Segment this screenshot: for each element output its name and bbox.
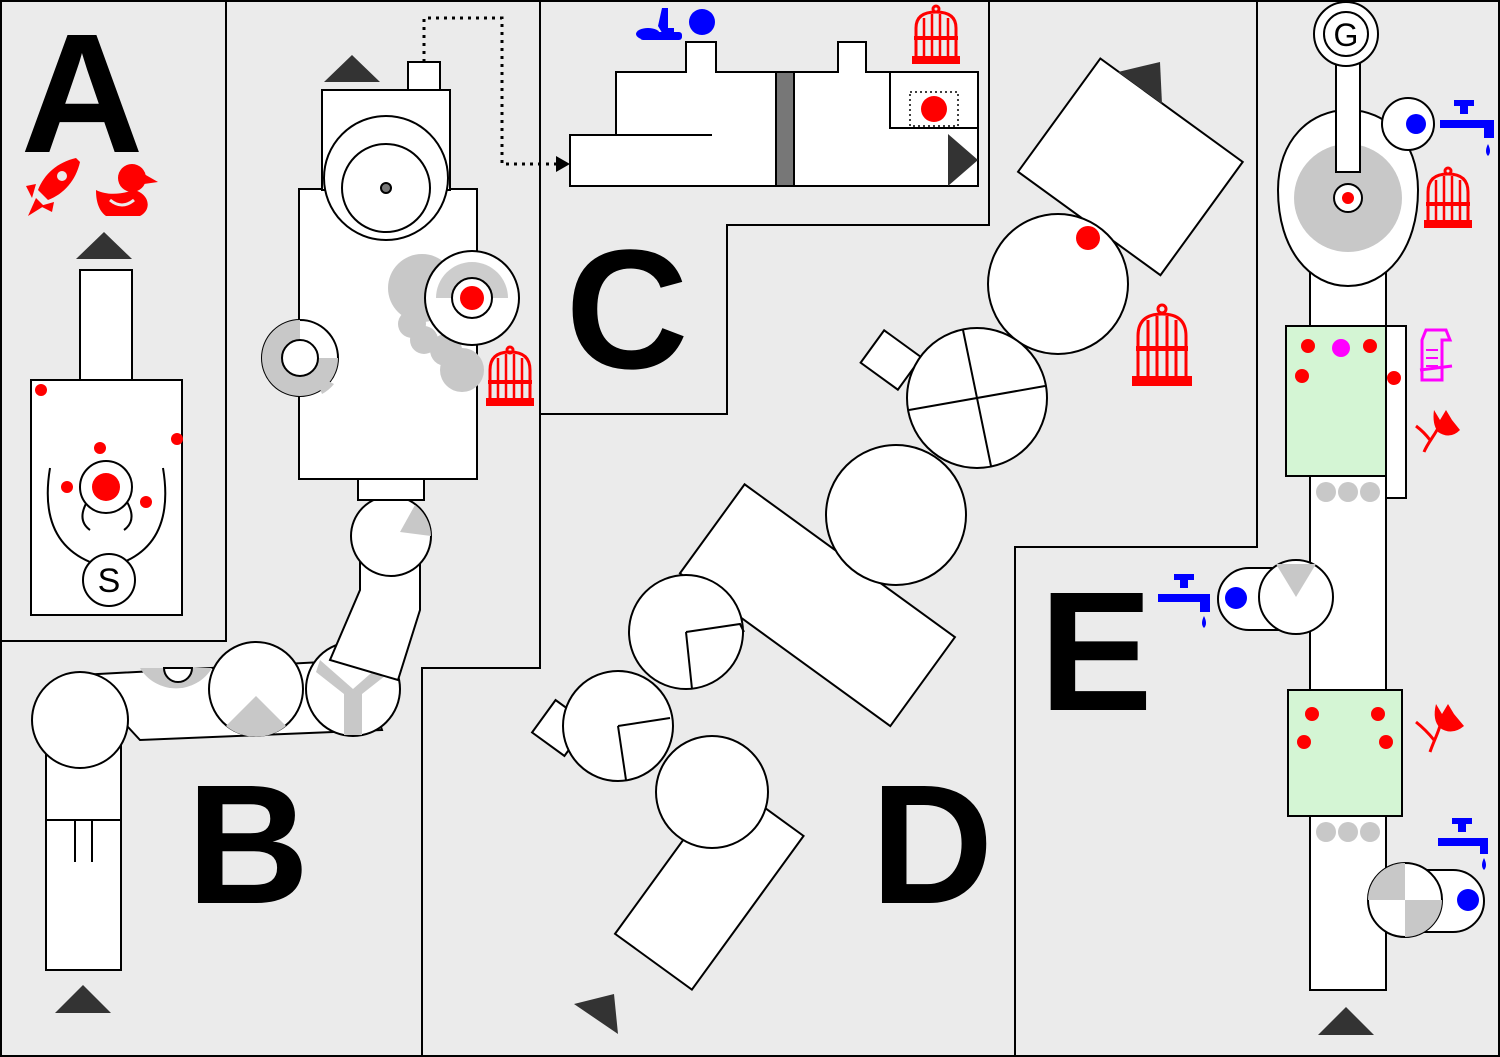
pivot-room-d6[interactable] [655, 735, 769, 849]
rocket-icon [26, 158, 80, 216]
item-big-red[interactable] [92, 473, 120, 501]
birdcage-icon [912, 4, 960, 64]
item-red-vault-c[interactable] [921, 96, 947, 122]
zone-label-c: C [566, 215, 689, 405]
item-blue-e3[interactable] [1457, 889, 1479, 911]
gear-stack-e1 [1316, 482, 1380, 502]
exit-arrow-right-c[interactable] [948, 134, 978, 186]
side-room-d[interactable] [859, 328, 923, 392]
exit-arrow-down-b[interactable] [55, 985, 111, 1013]
flower-icon [1415, 410, 1460, 453]
faucet-icon [1438, 818, 1488, 870]
zone-c [569, 4, 979, 187]
birdcage-icon [1424, 166, 1472, 228]
birdcage-icon [1132, 303, 1192, 386]
item-red-button-b[interactable] [460, 286, 484, 310]
zone-a: S [26, 158, 183, 616]
goal-shaft[interactable] [1335, 55, 1361, 173]
pivot-room-d3[interactable] [825, 444, 967, 586]
pivot-room-d1[interactable] [987, 213, 1129, 355]
start-marker [82, 553, 136, 607]
item-magenta[interactable] [1332, 339, 1350, 357]
door-c[interactable] [775, 71, 795, 187]
green-room-e2[interactable] [1287, 689, 1403, 817]
zone-b [31, 16, 570, 1013]
pivot-room-b4[interactable] [350, 495, 432, 577]
item-blue-e2[interactable] [1225, 587, 1247, 609]
start-label: S [98, 562, 121, 600]
main-room-c[interactable] [569, 41, 979, 187]
goal-label: G [1334, 17, 1359, 53]
annex-e1[interactable] [1385, 325, 1407, 499]
item-red-goal[interactable] [1342, 192, 1354, 204]
corridor-a[interactable] [79, 269, 133, 383]
pivot-room-b1[interactable] [31, 671, 129, 769]
item-red-d1[interactable] [1076, 226, 1100, 250]
scroll-icon [1419, 328, 1453, 382]
item-blue-c[interactable] [689, 9, 715, 35]
exit-arrow-up-d[interactable] [1118, 62, 1162, 104]
duck-icon [96, 164, 158, 216]
zone-d [530, 57, 1245, 1034]
exit-arrow-up-b[interactable] [324, 55, 380, 82]
pedal-icon [636, 8, 682, 40]
gear-stack-e2 [1316, 822, 1380, 842]
faucet-icon [1440, 100, 1494, 156]
faucet-icon [1158, 574, 1210, 628]
corridor-b-mid[interactable] [357, 477, 425, 501]
exit-arrow-down-d[interactable] [574, 994, 618, 1034]
birdcage-icon [486, 345, 534, 406]
vent-b[interactable] [407, 61, 441, 91]
zone-label-d: D [871, 750, 994, 940]
exit-arrow-down-e[interactable] [1318, 1007, 1374, 1035]
zone-label-b: B [187, 750, 310, 940]
zone-e: G [1158, 1, 1494, 1035]
zone-label-a: A [21, 0, 144, 189]
zone-label-e: E [1039, 557, 1152, 747]
flower-icon [1415, 704, 1464, 753]
tower-pivot-center [380, 182, 392, 194]
item-blue-e1[interactable] [1406, 114, 1426, 134]
exit-arrow-up-a[interactable] [76, 232, 132, 259]
